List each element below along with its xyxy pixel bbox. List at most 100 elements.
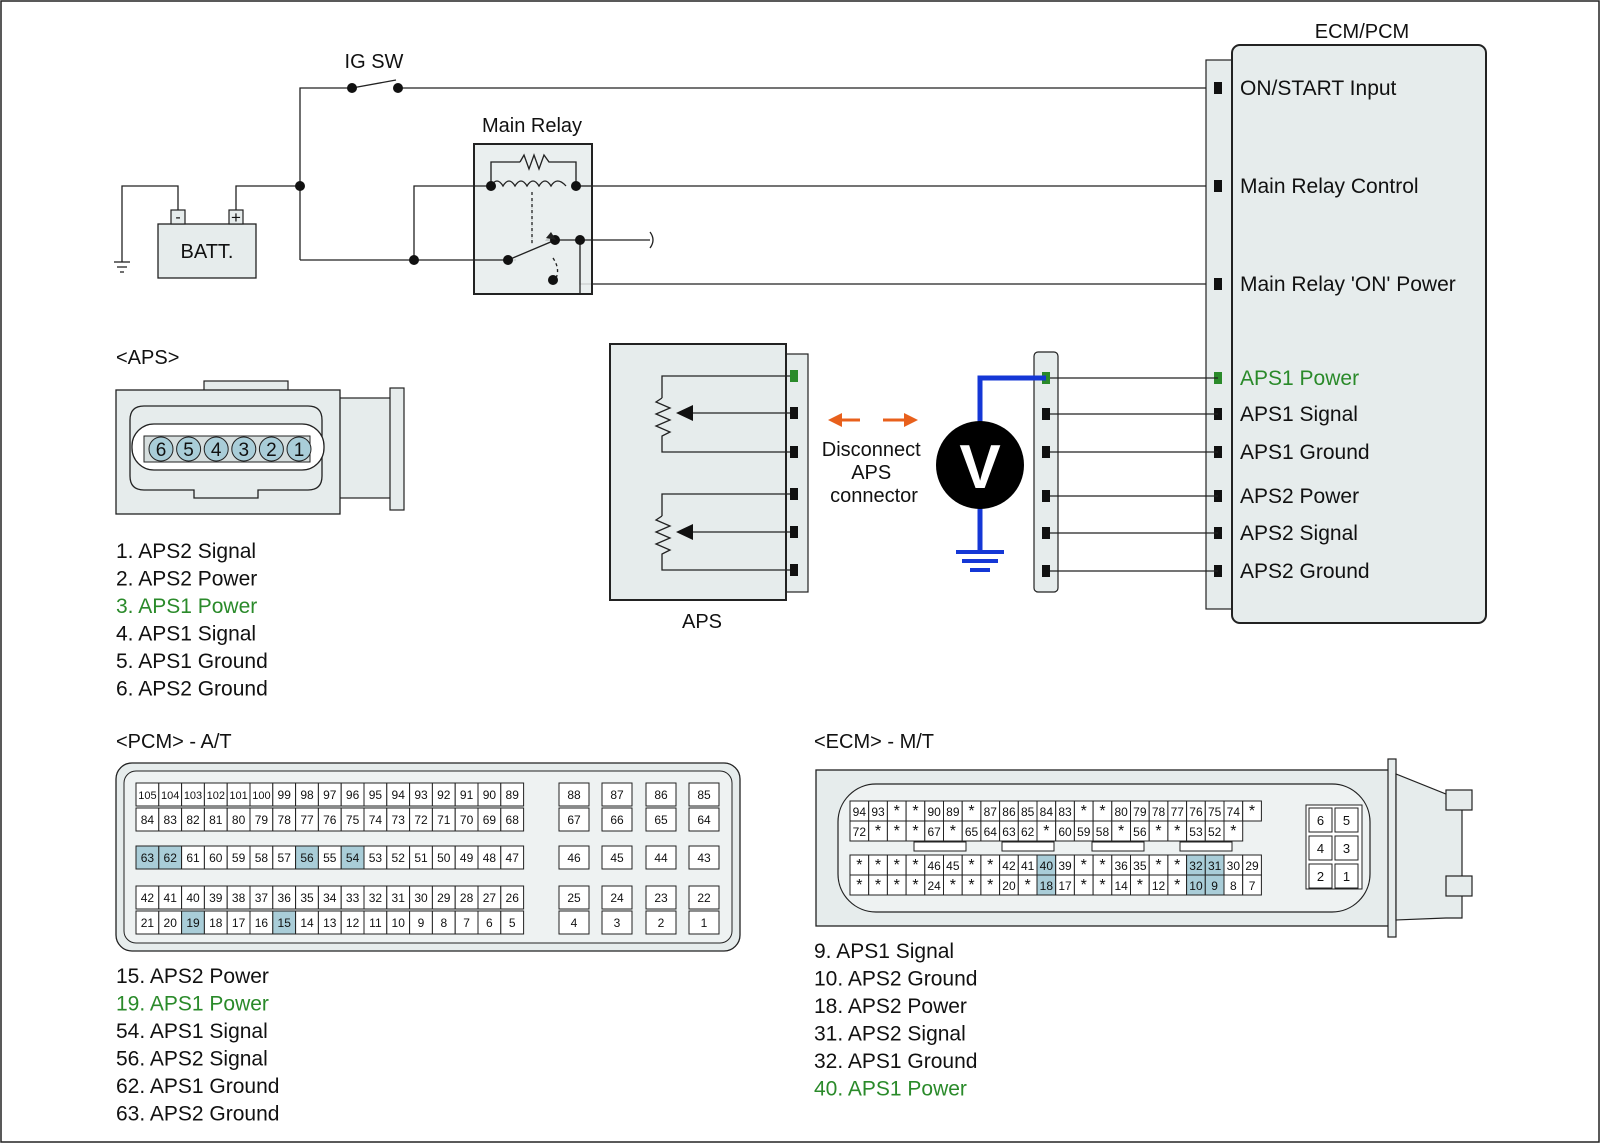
ecm-pin-number: 2 [1317,869,1324,884]
ecm-pin-number: 56 [1133,825,1147,839]
legend-item: 1. APS2 Signal [116,540,256,563]
ecm-pin-number: 78 [1152,805,1166,819]
pcm-pin-number: 84 [141,813,155,827]
ecm-pin-number: 36 [1114,859,1128,873]
ecm-pin-number: 1 [1343,869,1350,884]
pcm-pin-number: 51 [414,851,428,865]
pcm-pin-number: 44 [654,851,668,865]
ecm-pin-number: 59 [1077,825,1091,839]
aps-potentiometers [654,375,794,571]
pcm-pin-number: 55 [323,851,337,865]
ecm-pin-number: 39 [1058,859,1072,873]
pcm-pin-number: 77 [300,813,314,827]
pcm-pin-number: 21 [141,916,155,930]
ecm-pin-number: * [912,857,918,874]
pcm-pin-number: 100 [252,790,270,802]
pcm-pin-number: 64 [697,813,711,827]
pcm-pin-number: 41 [164,891,178,905]
legend-item: 56. APS2 Signal [116,1048,268,1071]
ecm-pin-label: APS2 Power [1240,485,1359,508]
ecm-pin-number: 9 [1211,879,1218,893]
ecm-pin-cell [1242,874,1262,896]
ecm-pin-number: 75 [1208,805,1222,819]
pcm-pin-number: 92 [437,788,451,802]
aps-pin-circle [176,436,202,462]
ecm-pin-number: 30 [1227,859,1241,873]
pcm-pin-number: 72 [414,813,428,827]
pcm-pin-number: 102 [207,790,225,802]
legend-item: 5. APS1 Ground [116,650,268,673]
ecm-pin-cell [1308,863,1333,889]
pcm-pin-cell [558,885,590,910]
pcm-pin-number: 75 [346,813,360,827]
ecm-pin-number: * [1155,857,1161,874]
ecm-pin-number: * [1081,803,1087,820]
ecm-pin-cell [1334,807,1359,833]
aps-pin-number: 4 [211,440,222,461]
harness-wires [1046,377,1218,572]
pcm-pin-number: 65 [654,813,668,827]
pcm-pin-cell [500,910,525,935]
aps-pin-number: 2 [266,440,277,461]
pcm-pin-number: 53 [369,851,383,865]
pcm-pin-number: 79 [255,813,269,827]
pcm-pin-number: 38 [232,891,246,905]
main-relay: Main Relay [473,115,593,295]
aps-pin-circle [203,436,229,462]
ecm-pin-number: * [1174,823,1180,840]
ecm-pin-number: * [1025,877,1031,894]
pcm-pin-number: 9 [418,916,425,930]
pcm-pin-number: 89 [506,788,520,802]
pcm-pin-number: 27 [483,891,497,905]
pcm-pin-number: 3 [614,916,621,930]
harness-connector [1033,351,1059,593]
pcm-pin-number: 52 [392,851,406,865]
aps-connector-title: <APS> [116,347,179,369]
pcm-pin-number: 61 [186,851,200,865]
ig-sw-label: IG SW [345,51,404,73]
ecm-pin-number: 18 [1040,879,1054,893]
pcm-pin-number: 31 [392,891,406,905]
aps-pin-circle [231,436,257,462]
ecm-pin-number: * [894,857,900,874]
pcm-pin-number: 101 [229,790,247,802]
aps-pin-circle [148,436,174,462]
ecm-pin-number: 46 [927,859,941,873]
pcm-pin-number: 34 [323,891,337,905]
pcm-pin-number: 88 [567,788,581,802]
legend-item: 63. APS2 Ground [116,1103,279,1126]
ecm-pin-number: * [1099,877,1105,894]
legend-item: 6. APS2 Ground [116,678,268,701]
ecm-pin-number: * [912,877,918,894]
ecm-pin-number: 87 [984,805,998,819]
ecm-pin-number: * [1137,877,1143,894]
ecm-pin-number: 86 [1002,805,1016,819]
pcm-pin-number: 8 [440,916,447,930]
ecm-pin-label: Main Relay Control [1240,175,1419,198]
legend-item: 32. APS1 Ground [814,1050,977,1073]
pcm-pin-number: 56 [300,851,314,865]
pcm-pin-cell [645,845,677,870]
pcm-pin-number: 36 [278,891,292,905]
pcm-pin-number: 49 [460,851,474,865]
pcm-pin-number: 59 [232,851,246,865]
pcm-pin-number: 45 [610,851,624,865]
pcm-pin-number: 5 [509,916,516,930]
pcm-pin-number: 91 [460,788,474,802]
ecm-pin-number: 94 [853,805,867,819]
ecm-pin-number: 65 [965,825,979,839]
ecm-pin-number: * [987,857,993,874]
pcm-pin-number: 76 [323,813,337,827]
pcm-pin-number: 105 [138,790,156,802]
ecm-pin-number: 85 [1021,805,1035,819]
pcm-pin-number: 48 [483,851,497,865]
battery-plus-label: + [231,208,241,227]
ecm-pin-number: 83 [1058,805,1072,819]
ecm-pin-number: 72 [853,825,867,839]
pcm-pin-number: 50 [437,851,451,865]
ecm-pin-number: * [1099,857,1105,874]
